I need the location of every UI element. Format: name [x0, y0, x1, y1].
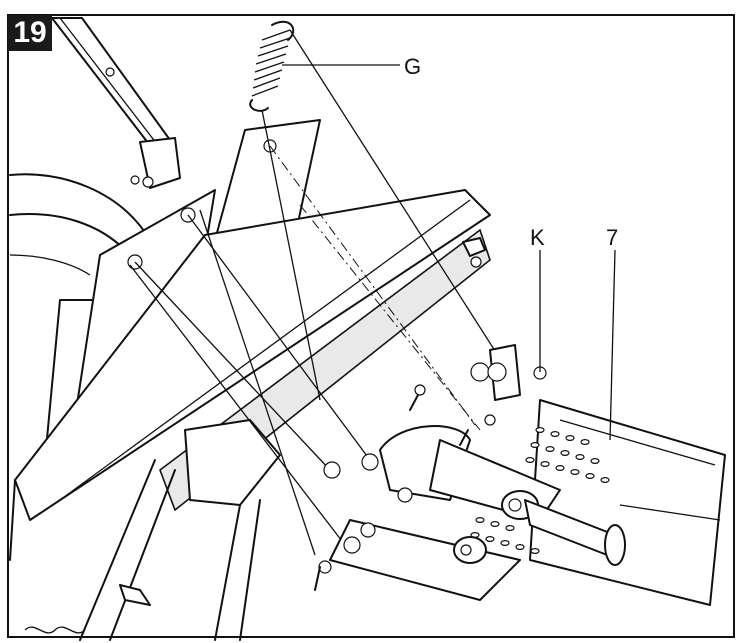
deflector-plate	[529, 399, 726, 606]
leader-line-7	[609, 249, 616, 441]
callout-k: K	[530, 225, 545, 250]
bottom-wing-nut	[119, 584, 151, 606]
upper-handle-arm	[51, 17, 181, 189]
callout-7: 7	[606, 225, 619, 250]
wing-bolt	[462, 237, 486, 268]
washers-nuts	[314, 384, 469, 591]
lower-frame	[24, 419, 281, 641]
callout-g: G	[404, 54, 422, 79]
alignment-lines	[269, 145, 481, 431]
figure-border	[7, 14, 735, 638]
rollers	[453, 490, 626, 566]
step-number-badge: 19	[8, 15, 52, 51]
rods	[129, 29, 521, 556]
vent-holes	[470, 427, 610, 554]
right-bracket	[470, 344, 547, 426]
spring	[249, 20, 295, 112]
